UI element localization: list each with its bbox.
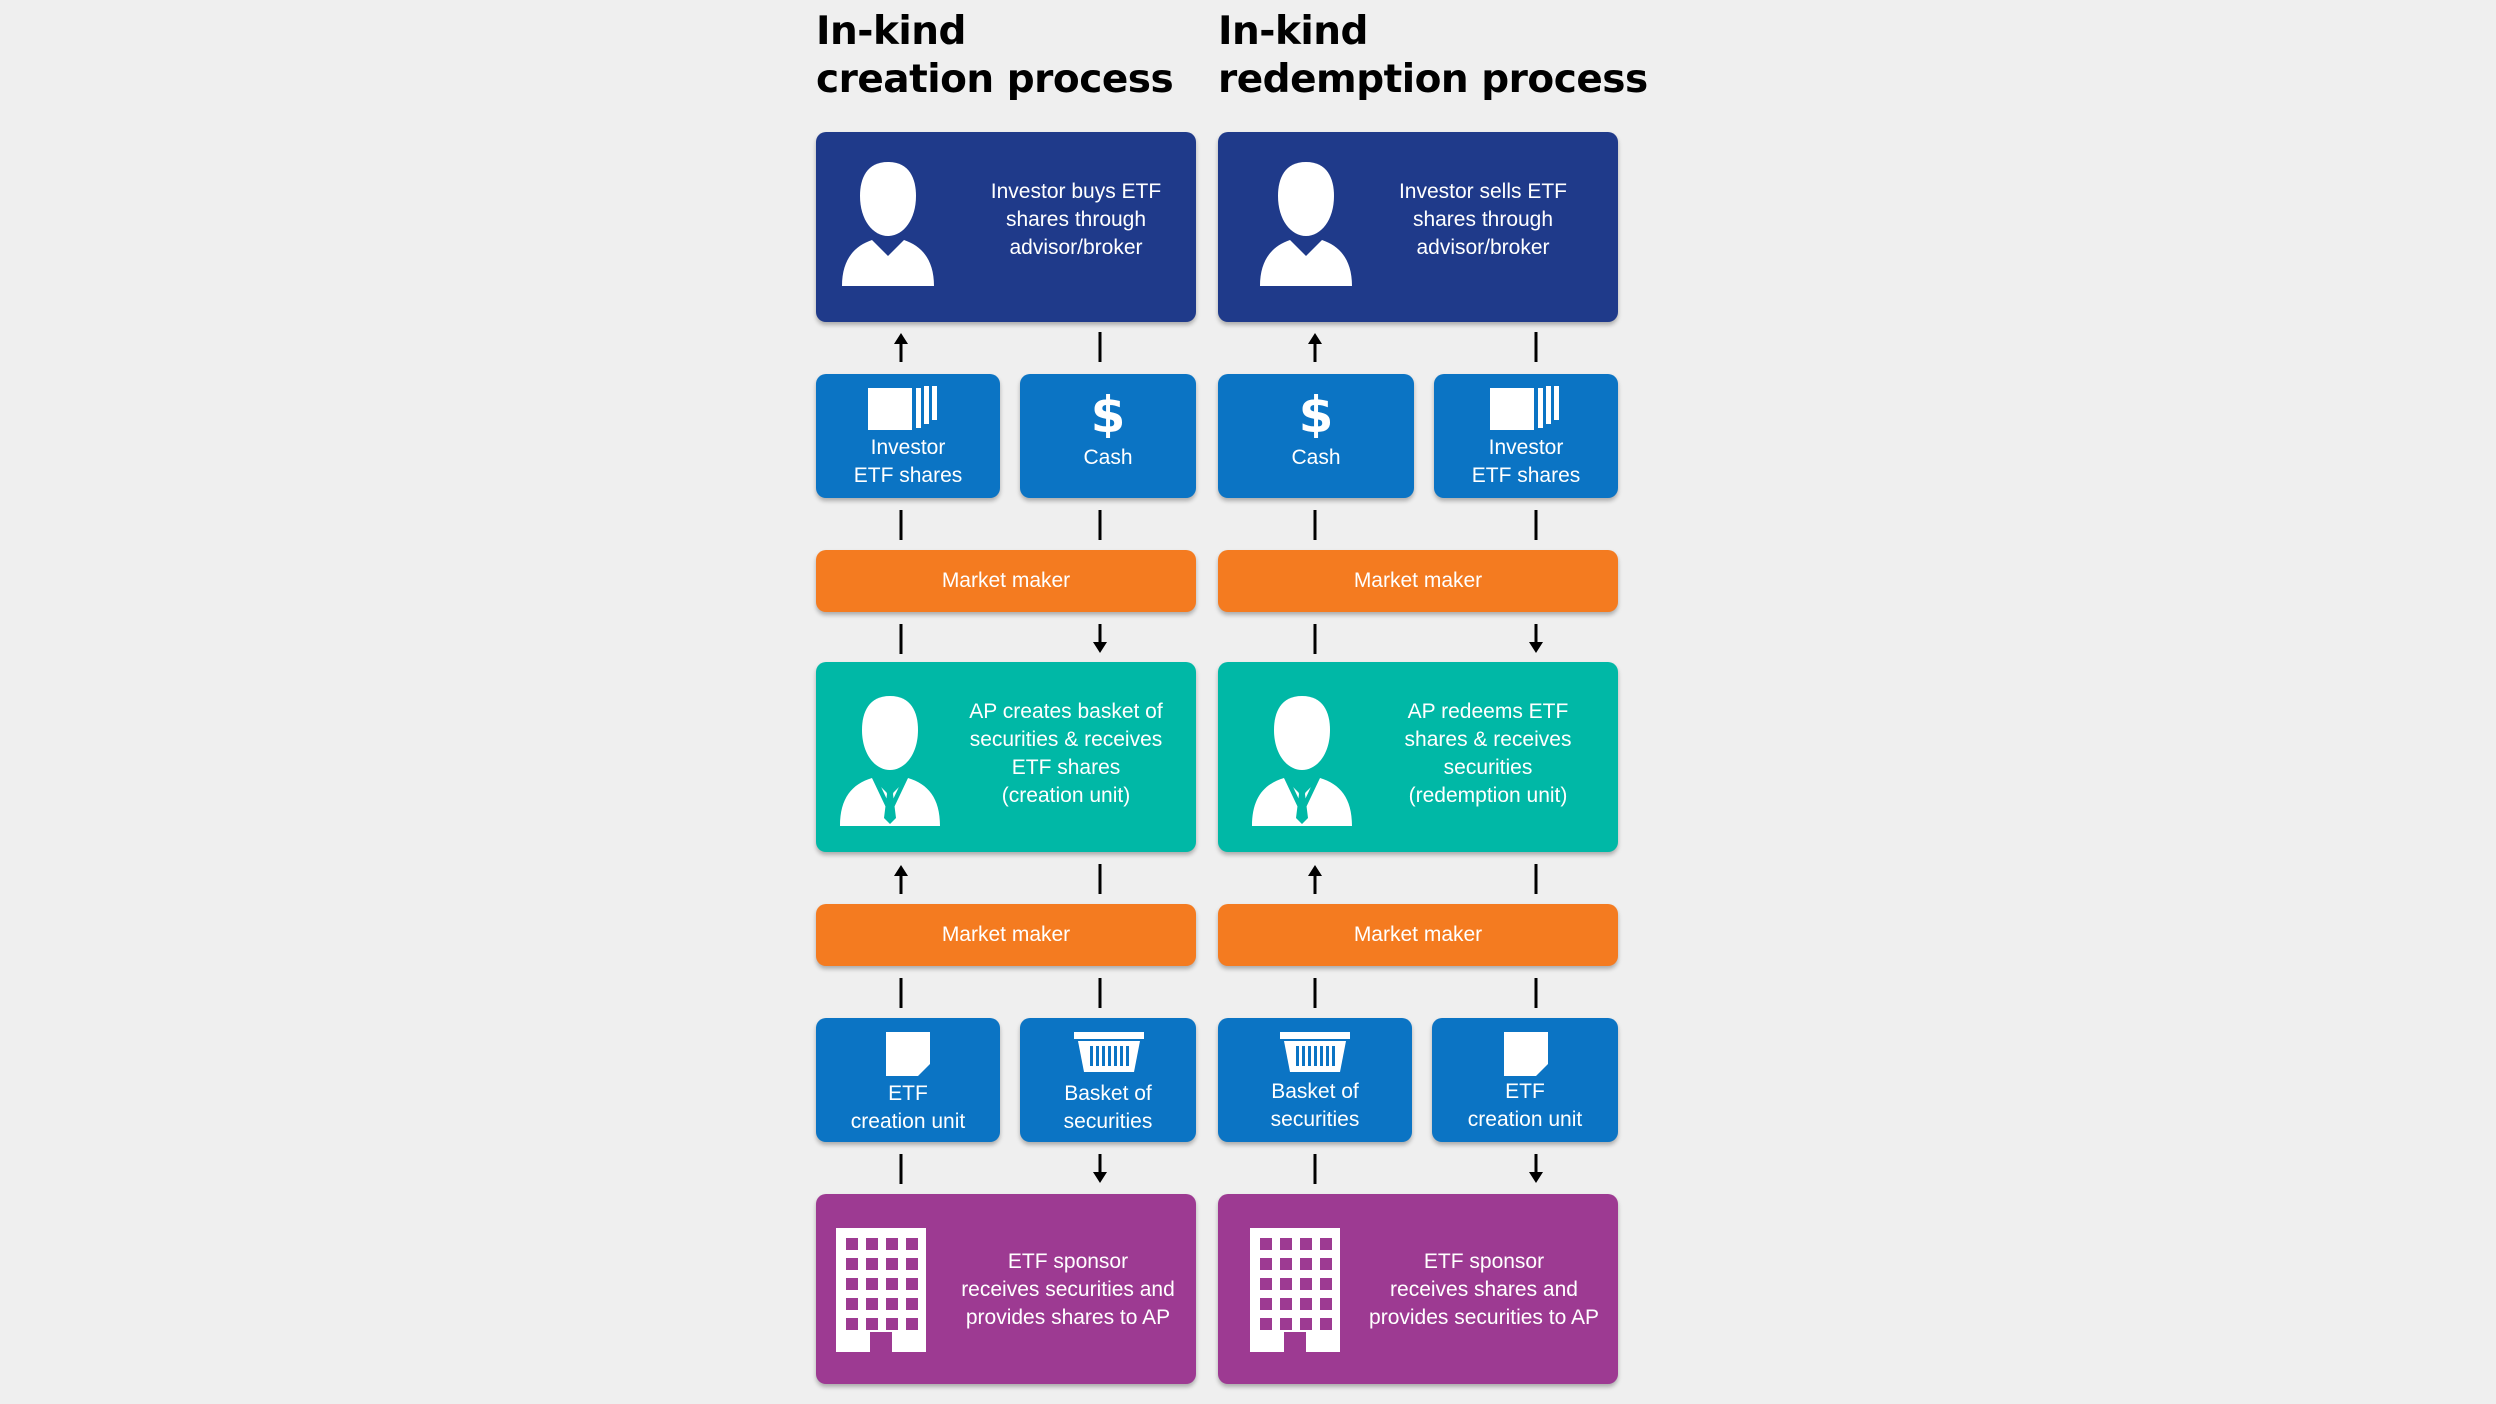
svg-text:$: $ (1299, 386, 1334, 438)
basket-icon (1280, 1032, 1350, 1072)
line-connector (1098, 332, 1102, 362)
investor-etf-shares-box: Investor ETF shares (1434, 374, 1618, 498)
dollar-icon: $ (1091, 386, 1126, 438)
etf-creation-unit-label: ETF creation unit (850, 1082, 966, 1133)
line-connector (1098, 510, 1102, 540)
line-connector (1098, 978, 1102, 1008)
building-icon (1250, 1228, 1340, 1352)
etf-creation-unit-label: ETF creation unit (1467, 1080, 1583, 1131)
cash-label: Cash (1083, 446, 1133, 469)
svg-text:$: $ (1091, 386, 1126, 438)
investor-etf-shares-box: Investor ETF shares (816, 374, 1000, 498)
redemption-title-line1: In-kind (1218, 9, 1368, 54)
ap-box: AP creates basket of securities & receiv… (816, 662, 1196, 852)
businessman-icon (840, 696, 940, 826)
line-connector (1534, 332, 1538, 362)
basket-of-securities-box: Basket of securities (1218, 1018, 1412, 1142)
document-icon (1504, 1032, 1548, 1076)
line-connector (899, 624, 903, 654)
cash-box: $ Cash (1218, 374, 1414, 498)
etf-creation-unit-box: ETF creation unit (1432, 1018, 1618, 1142)
etf-sponsor-box: ETF sponsor receives shares and provides… (1218, 1194, 1618, 1384)
basket-of-securities-label: Basket of securities (1063, 1082, 1153, 1133)
person-icon (1260, 162, 1352, 286)
redemption-process-column: In-kind redemption process Investor sell… (1218, 0, 1648, 1404)
building-icon (836, 1228, 926, 1352)
investor-etf-shares-label: Investor ETF shares (853, 436, 963, 487)
line-connector (899, 510, 903, 540)
etf-sponsor-box: ETF sponsor receives securities and prov… (816, 1194, 1196, 1384)
cash-label: Cash (1291, 446, 1341, 469)
investor-box: Investor sells ETF shares through adviso… (1218, 132, 1618, 322)
shares-document-icon (1490, 386, 1559, 430)
creation-title-line1: In-kind (816, 9, 966, 54)
line-connector (1534, 978, 1538, 1008)
creation-process-column: In-kind creation process Investor buys E… (816, 0, 1218, 1404)
arrow-down-icon (1529, 1154, 1543, 1183)
line-connector (1313, 510, 1317, 540)
redemption-title: In-kind redemption process (1218, 8, 1648, 104)
market-maker-bar-2: Market maker (1218, 904, 1618, 966)
arrow-down-icon (1093, 1154, 1107, 1183)
line-connector (899, 1154, 903, 1184)
redemption-title-line2: redemption process (1218, 57, 1648, 102)
arrow-down-icon (1529, 624, 1543, 653)
basket-of-securities-box: Basket of securities (1020, 1018, 1196, 1142)
etf-creation-unit-box: ETF creation unit (816, 1018, 1000, 1142)
investor-box: Investor buys ETF shares through advisor… (816, 132, 1196, 322)
person-icon (842, 162, 934, 286)
arrow-down-icon (1093, 624, 1107, 653)
line-connector (899, 978, 903, 1008)
line-connector (1313, 978, 1317, 1008)
arrow-up-icon (1308, 865, 1322, 894)
line-connector (1534, 510, 1538, 540)
creation-title-line2: creation process (816, 57, 1174, 102)
ap-text: AP redeems ETF shares & receives securit… (1404, 700, 1572, 807)
investor-text: Investor sells ETF shares through adviso… (1398, 180, 1568, 259)
businessman-icon (1252, 696, 1352, 826)
arrow-up-icon (894, 333, 908, 362)
cash-box: $ Cash (1020, 374, 1196, 498)
sponsor-text: ETF sponsor receives securities and prov… (961, 1250, 1175, 1329)
market-maker-bar-2: Market maker (816, 904, 1196, 966)
line-connector (1534, 864, 1538, 894)
dollar-icon: $ (1299, 386, 1334, 438)
sponsor-text: ETF sponsor receives shares and provides… (1369, 1250, 1599, 1329)
basket-icon (1074, 1032, 1144, 1072)
shares-document-icon (868, 386, 937, 430)
investor-etf-shares-label: Investor ETF shares (1471, 436, 1581, 487)
arrow-up-icon (1308, 333, 1322, 362)
line-connector (1098, 864, 1102, 894)
line-connector (1313, 1154, 1317, 1184)
arrow-up-icon (894, 865, 908, 894)
ap-text: AP creates basket of securities & receiv… (969, 700, 1163, 807)
line-connector (1313, 624, 1317, 654)
creation-title: In-kind creation process (816, 8, 1174, 104)
market-maker-bar-1: Market maker (816, 550, 1196, 612)
market-maker-bar-1: Market maker (1218, 550, 1618, 612)
investor-text: Investor buys ETF shares through advisor… (990, 180, 1162, 259)
basket-of-securities-label: Basket of securities (1270, 1080, 1360, 1131)
document-icon (886, 1032, 930, 1076)
ap-box: AP redeems ETF shares & receives securit… (1218, 662, 1618, 852)
